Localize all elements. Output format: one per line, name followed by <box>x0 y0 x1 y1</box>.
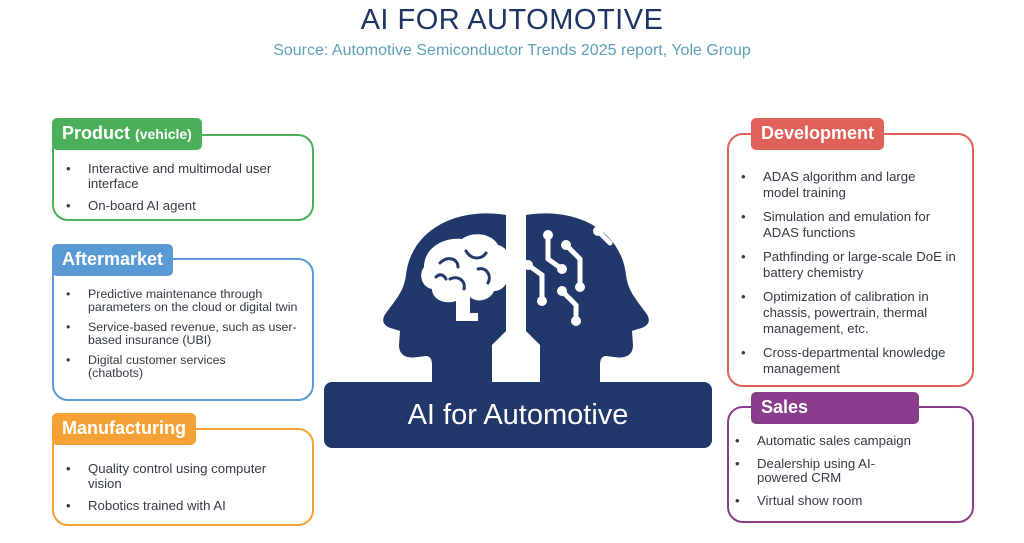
sales-box: Automatic sales campaign Dealership usin… <box>727 406 974 523</box>
list-item: Robotics trained with AI <box>64 498 302 514</box>
brain-head-icon <box>383 213 509 383</box>
list-item: Quality control using computer vision <box>64 461 303 491</box>
list-item: On-board AI agent <box>64 198 302 214</box>
list-item: Dealership using AI-powered CRM <box>733 456 907 486</box>
list-item: Interactive and multimodal user interfac… <box>64 161 288 191</box>
list-item: Automatic sales campaign <box>733 433 962 449</box>
list-item: Cross-departmental knowledge management <box>739 345 953 377</box>
page-subtitle: Source: Automotive Semiconductor Trends … <box>273 42 751 59</box>
product-label: Product (vehicle) <box>52 118 202 150</box>
development-label: Development <box>751 118 885 150</box>
product-title-suffix: (vehicle) <box>135 126 192 142</box>
list-item: Simulation and emulation for ADAS functi… <box>739 209 953 241</box>
manufacturing-label: Manufacturing <box>52 413 196 445</box>
list-item: Pathfinding or large-scale DoE in batter… <box>739 249 958 281</box>
list-item: Virtual show room <box>733 493 962 509</box>
center-label: AI for Automotive <box>324 382 712 448</box>
aftermarket-label: Aftermarket <box>52 244 174 276</box>
circuit-head-icon <box>523 213 649 383</box>
product-title: Product <box>62 123 131 143</box>
list-item: Digital customer services (chatbots) <box>64 354 273 379</box>
development-box: ADAS algorithm and large model training … <box>727 133 974 387</box>
aftermarket-box: Predictive maintenance through parameter… <box>52 258 314 401</box>
page-title: AI FOR AUTOMOTIVE <box>360 4 664 36</box>
list-item: Optimization of calibration in chassis, … <box>739 289 963 337</box>
heads-illustration <box>383 213 649 383</box>
sales-label: Sales <box>751 392 919 424</box>
list-item: ADAS algorithm and large model training <box>739 169 953 201</box>
list-item: Service-based revenue, such as user-base… <box>64 321 303 346</box>
list-item: Predictive maintenance through parameter… <box>64 288 303 313</box>
